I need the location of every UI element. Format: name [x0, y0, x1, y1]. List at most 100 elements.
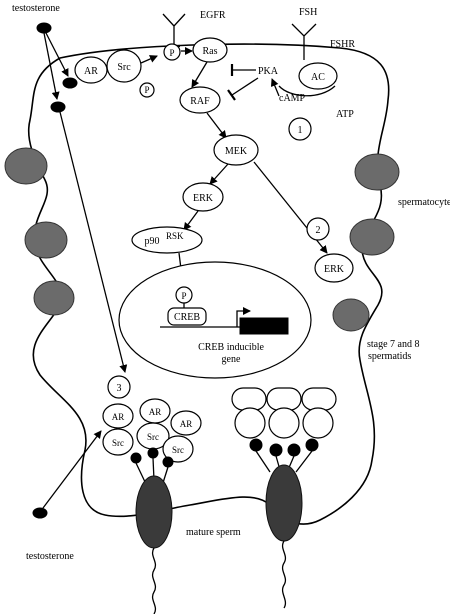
sperm-dot-r1	[249, 438, 263, 452]
arrow-ras-to-raf	[191, 61, 208, 88]
spermatocyte-left-2	[24, 221, 68, 259]
erk-nuclear	[182, 182, 224, 212]
src-top-label: Src	[117, 62, 131, 73]
ar-bottom-1	[102, 403, 134, 429]
testosterone-molecule-bottom	[32, 507, 48, 519]
sperm-stalk-1	[135, 462, 147, 485]
spermatid-mid-1	[234, 407, 266, 439]
num1-label: 1	[298, 125, 303, 136]
spermatid-top-3	[301, 387, 337, 411]
testosterone-bottom-label: testosterone	[26, 551, 74, 562]
pathway-number-1	[288, 117, 312, 141]
arrow-testosterone-bottom-to-ar	[42, 430, 102, 509]
arrow-raf-to-mek	[206, 112, 227, 139]
spermatid-mid-3	[302, 407, 334, 439]
p-src	[139, 82, 155, 98]
creb-label: CREB	[174, 312, 200, 323]
num3-label: 3	[117, 383, 122, 394]
mek-label: MEK	[225, 146, 248, 157]
camp-label: cAMP	[279, 93, 306, 104]
src2-label: Src	[147, 432, 159, 442]
fshr-label: FSHR	[330, 39, 355, 50]
p-creb-label: P	[181, 291, 186, 301]
num2-label: 2	[316, 225, 321, 236]
spermatocyte-left-3	[33, 280, 75, 316]
sperm-tail-right	[281, 540, 287, 609]
spermatids-label-1: stage 7 and 8	[367, 339, 420, 350]
arrow-testosterone-to-ar	[45, 32, 69, 77]
ar2-label: AR	[149, 407, 162, 417]
arrow-camp-to-pka	[270, 78, 280, 97]
creb-gene-label-2: gene	[222, 354, 241, 365]
spermatocytes-label: spermatocytes	[398, 197, 450, 208]
src1-label: Src	[112, 438, 124, 448]
nucleus	[118, 261, 312, 379]
pka-label: PKA	[258, 66, 279, 77]
sperm-dot-r2	[269, 443, 283, 457]
raf	[179, 86, 221, 114]
inhibit-pka-raf	[231, 77, 259, 96]
ar-bottom-3	[170, 410, 202, 436]
ras	[192, 37, 228, 63]
sperm-dot-r3	[287, 443, 301, 457]
testosterone-top-label: testosterone	[12, 3, 60, 14]
p90rsk-superscript: RSK	[166, 231, 184, 241]
egfr-label: EGFR	[200, 10, 226, 21]
ar1-label: AR	[112, 412, 125, 422]
src3-label: Src	[172, 445, 184, 455]
inhibit-pka-raf-bar	[227, 89, 236, 101]
spermatid-top-1	[231, 387, 267, 411]
sperm-stalk-r4	[295, 450, 313, 473]
fshr-receptor	[291, 23, 317, 60]
raf-label: RAF	[190, 96, 210, 107]
p90rsk-label: p90	[145, 236, 160, 247]
sperm-head-dot-3	[162, 456, 174, 468]
fsh-label: FSH	[299, 7, 317, 18]
erk-side-label: ERK	[324, 264, 345, 275]
ras-label: Ras	[203, 46, 218, 57]
spermatids-label-2: spermatids	[368, 351, 411, 362]
testosterone-molecule-3	[50, 101, 66, 113]
testosterone-molecule-top	[36, 22, 52, 34]
pathway-number-3	[107, 375, 131, 399]
arrow-testosterone-to-ar3	[59, 111, 128, 373]
ac-atp-camp-curve	[278, 85, 336, 97]
spermatid-mid-2	[268, 407, 300, 439]
arrow-testosterone-down	[43, 32, 60, 100]
arrow-erk-to-p90	[183, 210, 199, 231]
sperm-head-dot-2	[147, 447, 159, 459]
spermatocyte-right-3	[332, 298, 370, 332]
ac-label: AC	[311, 72, 325, 83]
p-egfr	[163, 43, 181, 61]
mature-sperm-right	[265, 464, 303, 542]
erk-side	[314, 253, 354, 283]
ac	[298, 62, 338, 90]
transcription-start-arrow	[236, 307, 251, 327]
sperm-tail-left	[151, 547, 157, 614]
mek	[213, 134, 259, 166]
arrow-mek-to-erk	[209, 163, 229, 185]
mature-sperm-label: mature sperm	[186, 527, 241, 538]
sperm-stalk-r1	[255, 450, 271, 473]
egfr-receptor	[162, 13, 186, 46]
src-bottom-3	[162, 435, 194, 463]
ar3-label: AR	[180, 419, 193, 429]
sperm-dot-r4	[305, 438, 319, 452]
p90rsk	[131, 226, 203, 254]
mature-sperm-left	[135, 475, 173, 549]
creb-gene-block	[239, 317, 289, 335]
spermatocyte-left-1	[4, 147, 48, 185]
sperm-head-dot-1	[130, 452, 142, 464]
spermatocyte-right-2	[349, 218, 395, 256]
atp-label: ATP	[336, 109, 354, 120]
pathway-number-2	[306, 217, 330, 241]
testosterone-molecule-2	[62, 77, 78, 89]
arrow-src-to-p	[140, 55, 158, 64]
src-top	[106, 49, 142, 83]
p-src-label: P	[144, 85, 149, 95]
spermatid-top-2	[266, 387, 302, 411]
src-bottom-1	[102, 428, 134, 456]
p-egfr-label: P	[169, 48, 174, 58]
creb-gene-label-1: CREB inducible	[198, 342, 264, 353]
